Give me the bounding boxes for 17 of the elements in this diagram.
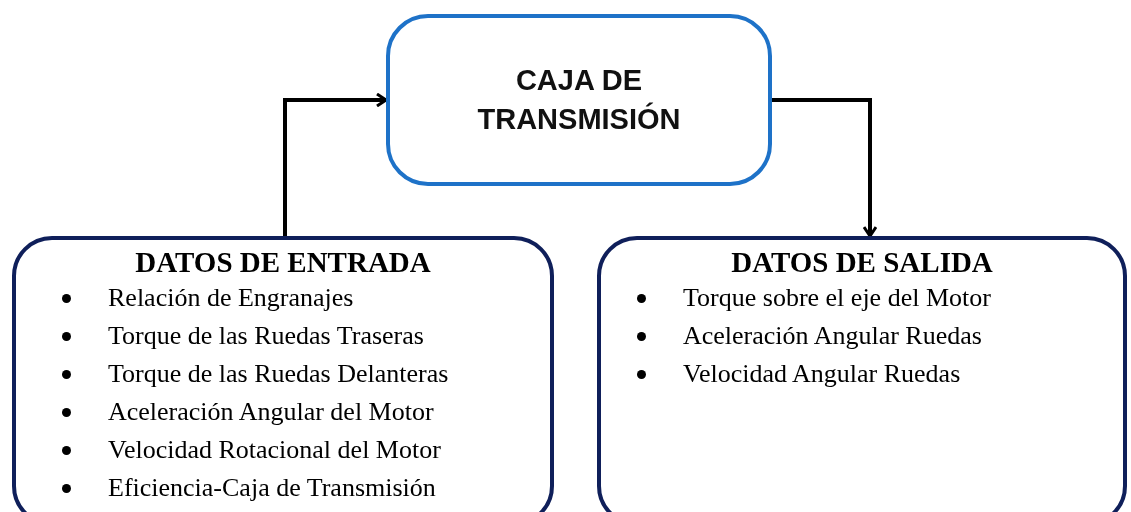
panel-heading: DATOS DE SALIDA	[730, 246, 994, 279]
data-panel	[597, 236, 1127, 512]
box-title: CAJA DE TRANSMISIÓN	[476, 62, 682, 137]
panel-heading: DATOS DE ENTRADA	[134, 246, 432, 279]
arrow	[772, 98, 878, 238]
process-box	[386, 14, 772, 186]
list-item: Aceleración Angular Ruedas	[683, 320, 982, 352]
data-panel	[12, 236, 554, 512]
list-item: Aceleración Angular del Motor	[108, 396, 434, 428]
list-item: Torque de las Ruedas Delanteras	[108, 358, 449, 390]
arrow	[283, 92, 388, 236]
list-item: Velocidad Rotacional del Motor	[108, 434, 441, 466]
list-item: Torque de las Ruedas Traseras	[108, 320, 424, 352]
list-item: Torque sobre el eje del Motor	[683, 282, 991, 314]
list-item: Velocidad Angular Ruedas	[683, 358, 961, 390]
list-item: Relación de Engranajes	[108, 282, 354, 314]
list-item: Eficiencia-Caja de Transmisión	[108, 472, 436, 504]
